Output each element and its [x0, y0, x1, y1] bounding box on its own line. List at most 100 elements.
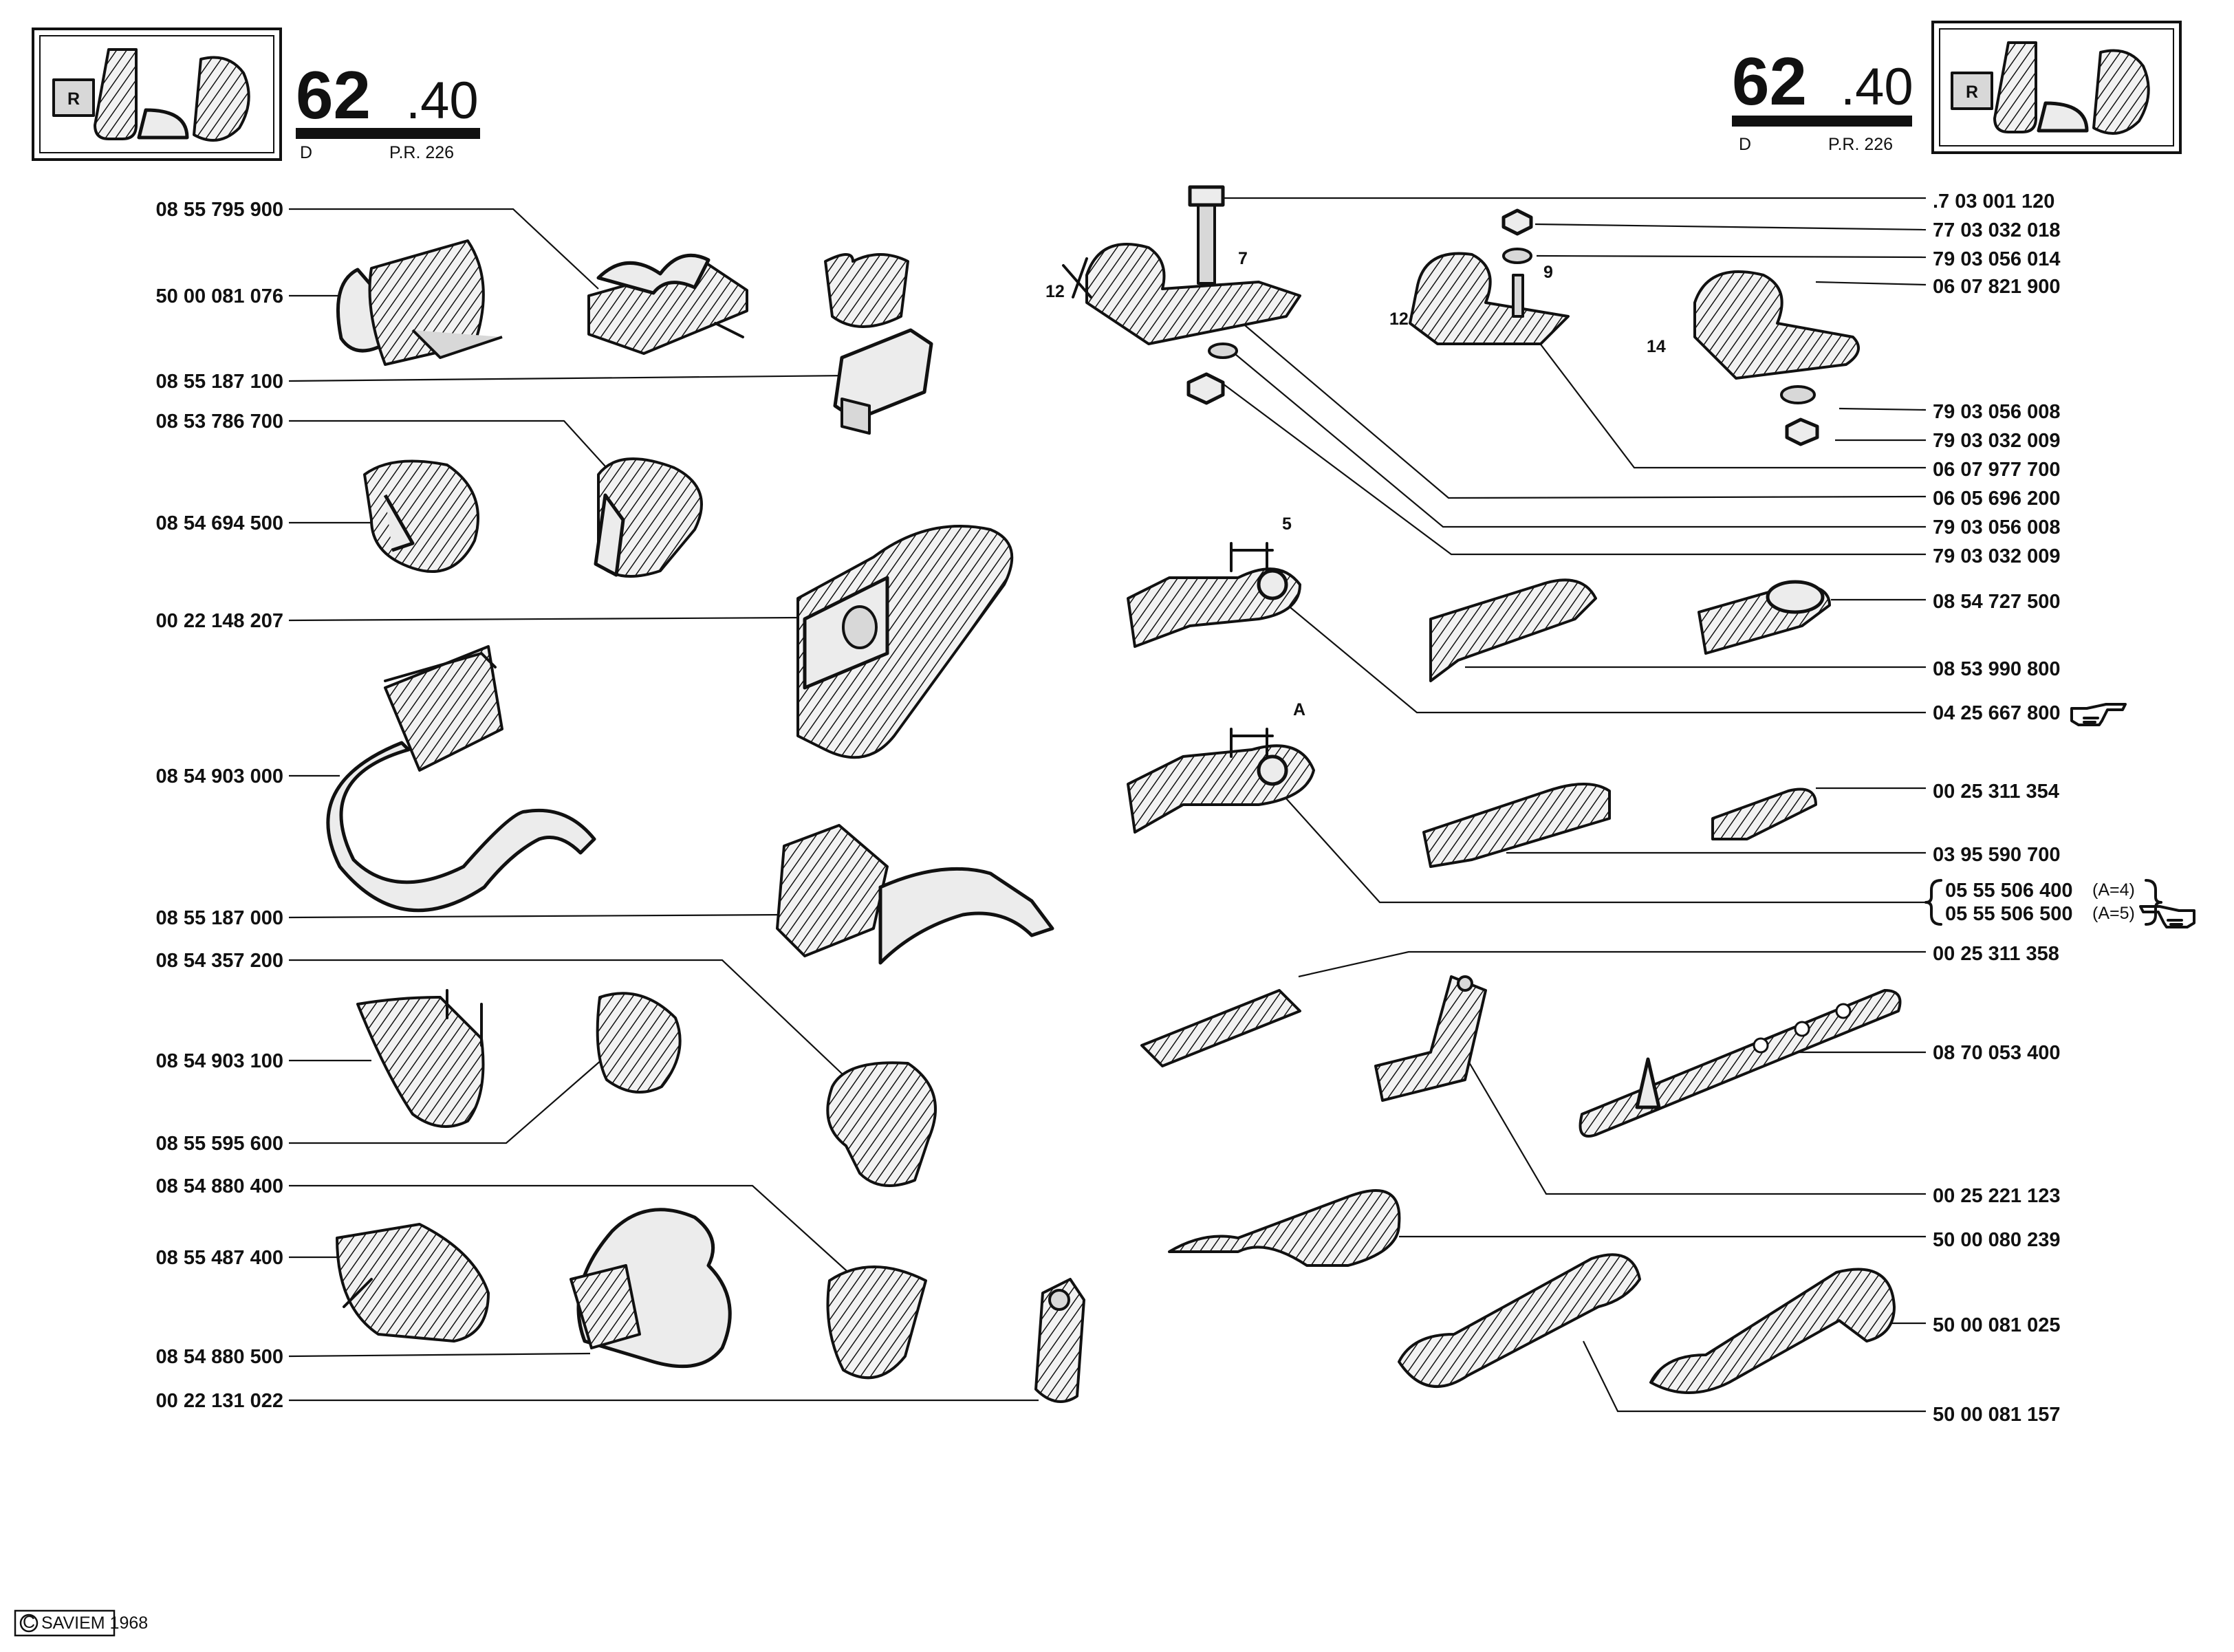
doc-code: D: [300, 143, 312, 162]
part-label: 79 03 056 014: [1933, 248, 2060, 270]
part-label: 08 54 694 500: [156, 512, 283, 534]
doc-code-right: D: [1739, 135, 1751, 154]
part-label: 08 54 880 400: [156, 1175, 283, 1197]
part-label: 04 25 667 800: [1933, 702, 2060, 724]
part-04-25-667-800: 5: [1127, 514, 1301, 648]
part-label: 08 54 903 100: [156, 1050, 283, 1072]
dimension-label: 9: [1543, 263, 1553, 282]
logo-rlb-right-icon: R: [1931, 21, 2182, 154]
part-50-00-081-076: [336, 239, 503, 366]
part-08-55-187-100: [824, 253, 933, 435]
part-06-07-821-900: 14: [1647, 270, 1860, 446]
part-08-54-727-500: [1698, 580, 1831, 655]
part-label: 08 55 187 100: [156, 371, 283, 393]
part-03-95-590-700: [1422, 783, 1611, 868]
dimension-label: 7: [1238, 249, 1248, 268]
part-label: .7 03 001 120: [1933, 191, 2054, 213]
part-label: 50 00 081 076: [156, 285, 283, 307]
svg-text:R: R: [67, 89, 80, 109]
section-number: 62: [296, 57, 371, 133]
part-label: 79 03 056 008: [1933, 517, 2060, 539]
part-label: 06 07 977 700: [1933, 459, 2060, 481]
part-08-55-487-400: [336, 1223, 490, 1343]
part-50-00-081-157: [1398, 1253, 1641, 1388]
part-08-54-903-000: [326, 645, 596, 913]
part-label: 00 22 148 207: [156, 610, 283, 632]
part-label: 06 07 821 900: [1933, 276, 2060, 298]
part-00-25-311-358: [1140, 989, 1301, 1067]
part-08-70-053-400: [1579, 989, 1902, 1138]
dimension-label: A: [1293, 700, 1305, 719]
part-label: 08 55 487 400: [156, 1247, 283, 1269]
part-label: 08 54 903 000: [156, 765, 283, 787]
part-label: 79 03 032 009: [1933, 430, 2060, 452]
part-50-00-080-239: [1168, 1189, 1401, 1267]
part-label: 50 00 080 239: [1933, 1229, 2060, 1251]
part-label: 00 25 221 123: [1933, 1185, 2060, 1207]
part-label: 08 53 990 800: [1933, 658, 2060, 680]
part-label: 79 03 032 009: [1933, 545, 2060, 567]
left-leader-lines: [288, 208, 1039, 1402]
right-leader-lines: [1219, 197, 1927, 1413]
part-08-54-880-400: [826, 1265, 927, 1380]
part-label: 03 95 590 700: [1933, 844, 2060, 866]
part-label: 06 05 696 200: [1933, 488, 2060, 510]
part-label: 08 54 357 200: [156, 950, 283, 972]
header-left: R 62 .40 D P.R. 226: [32, 28, 480, 162]
part-clamp-12-stud: 12 9: [1389, 208, 1570, 345]
section-number-right: 62: [1732, 43, 1807, 119]
part-label: 08 53 786 700: [156, 411, 283, 433]
part-08-54-903-100: [356, 989, 485, 1128]
part-label: 00 22 131 022: [156, 1390, 283, 1412]
svg-text:R: R: [1966, 83, 1978, 102]
section-subnumber-right: .40: [1841, 58, 1913, 116]
left-label-column: 08 55 795 900 50 00 081 076 08 55 187 10…: [156, 199, 283, 1412]
dimension-label: 12: [1389, 309, 1409, 329]
header-rule-right: [1732, 116, 1912, 127]
part-label: 08 54 880 500: [156, 1346, 283, 1368]
right-label-column: .7 03 001 120 77 03 032 018 79 03 056 01…: [1924, 191, 2162, 1426]
part-00-22-148-207: [796, 525, 1014, 759]
dimension-label: 12: [1045, 282, 1065, 301]
svg-text:C: C: [23, 1613, 35, 1632]
part-08-53-990-800: [1429, 578, 1597, 682]
part-label: 08 55 595 600: [156, 1133, 283, 1155]
part-08-55-187-000: [776, 824, 1054, 965]
pointing-hand-icon: [2139, 905, 2195, 928]
doc-ref: P.R. 226: [389, 143, 454, 162]
part-08-54-694-500: [363, 459, 479, 573]
part-label: 50 00 081 157: [1933, 1404, 2060, 1426]
part-label: 05 55 506 400: [1945, 880, 2072, 902]
part-08-54-880-500: [570, 1208, 732, 1369]
copyright-text: SAVIEM 1968: [41, 1613, 148, 1633]
part-05-55-506-400: A: [1127, 700, 1315, 834]
header-right: 62 .40 D P.R. 226 R: [1732, 21, 2182, 154]
part-label: 50 00 081 025: [1933, 1314, 2060, 1336]
pointing-hand-icon: [2070, 703, 2127, 726]
section-subnumber: .40: [406, 72, 479, 130]
part-50-00-081-025: [1649, 1268, 1896, 1394]
variant-note: (A=5): [2092, 904, 2135, 923]
header-rule: [296, 128, 480, 139]
part-label: 00 25 311 354: [1933, 781, 2059, 803]
part-00-25-311-354: [1711, 787, 1817, 840]
part-label: 08 55 795 900: [156, 199, 283, 221]
variant-note: (A=4): [2092, 880, 2135, 900]
part-08-53-786-700: [594, 457, 703, 578]
part-label: 00 25 311 358: [1933, 943, 2059, 965]
part-label: 77 03 032 018: [1933, 219, 2060, 241]
dimension-label: 14: [1647, 337, 1666, 356]
dimension-label: 5: [1282, 514, 1292, 534]
part-08-55-795-900: [587, 253, 748, 355]
part-clamp-12-bolt: 12 7: [1045, 185, 1301, 405]
part-label: 08 54 727 500: [1933, 591, 2060, 613]
logo-rlb-icon: R: [32, 28, 282, 161]
copyright-footer: C SAVIEM 1968: [14, 1609, 148, 1637]
part-08-55-595-600: [596, 992, 682, 1094]
part-label: 08 70 053 400: [1933, 1042, 2060, 1064]
doc-ref-right: P.R. 226: [1828, 135, 1893, 154]
part-00-25-221-123: [1374, 975, 1487, 1102]
part-08-54-357-200: [826, 1061, 937, 1187]
part-label: 05 55 506 500: [1945, 903, 2072, 925]
